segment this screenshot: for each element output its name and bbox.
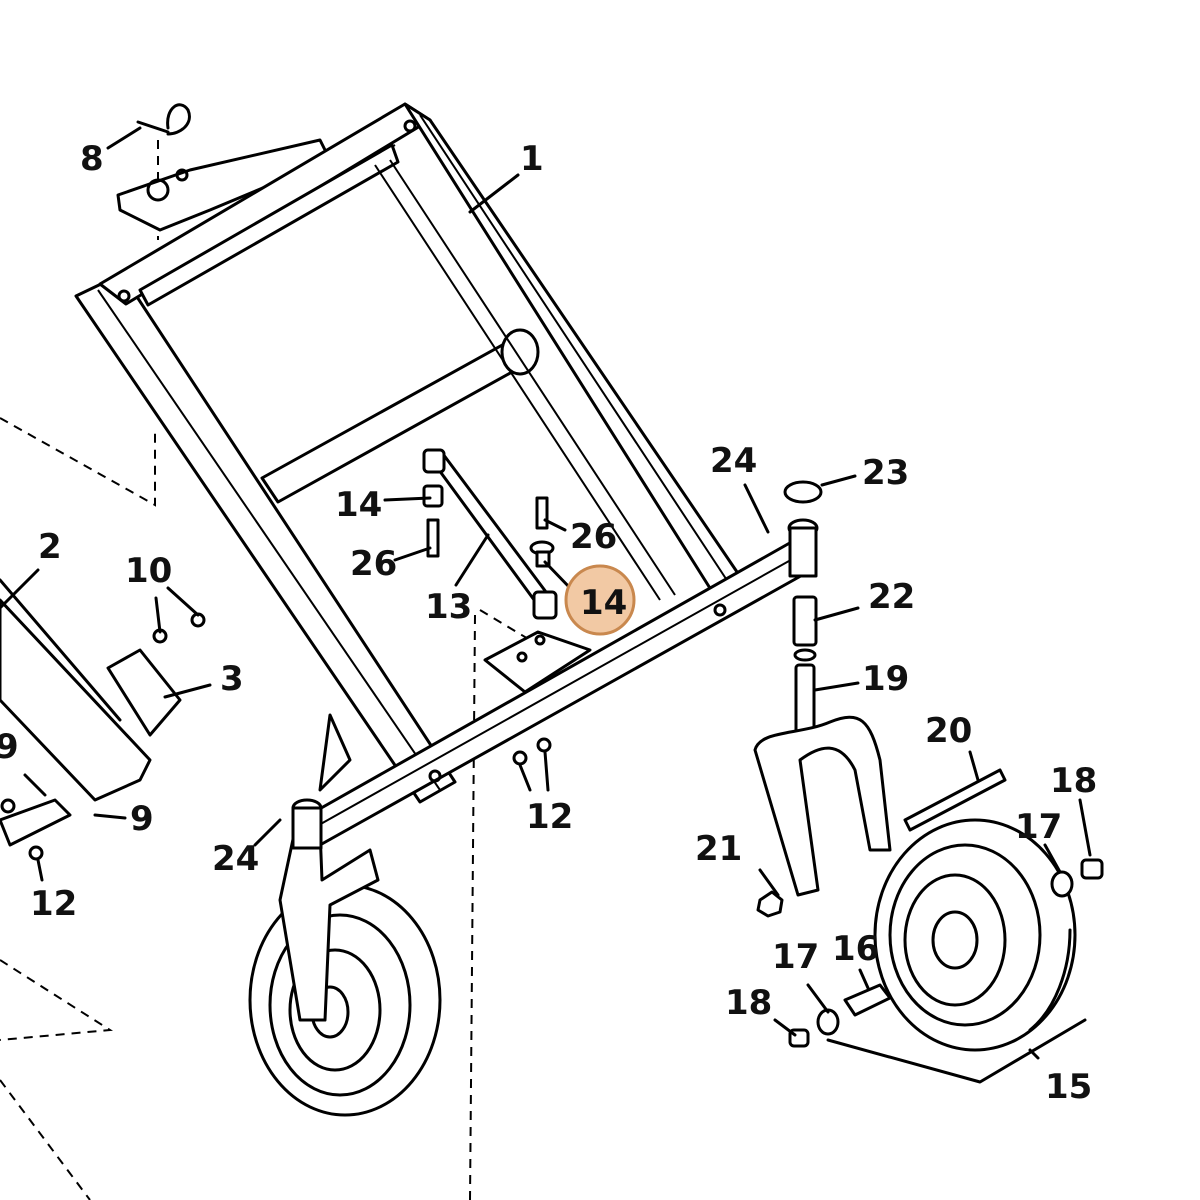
callout-12-left: 12: [30, 884, 77, 924]
callout-15: 15: [1045, 1067, 1092, 1107]
callout-3: 3: [220, 659, 244, 699]
nuts: [0, 737, 552, 861]
callout-2: 2: [38, 527, 62, 567]
callout-14-upper: 14: [335, 485, 382, 525]
link-arm: [422, 448, 558, 620]
callout-24-lower: 24: [212, 839, 259, 879]
callout-9-right: 9: [130, 799, 154, 839]
right-wheel: [873, 818, 1077, 1052]
hitch-pin: [136, 103, 191, 136]
highlight-circle: [564, 564, 636, 636]
leader-lines: [0, 126, 1092, 1060]
callout-26-left: 26: [350, 544, 397, 584]
callout-17-upper: 17: [1015, 807, 1062, 847]
callout-18-upper: 18: [1050, 761, 1097, 801]
callout-18-lower: 18: [725, 983, 772, 1023]
main-frame: [74, 102, 817, 847]
callout-22: 22: [868, 577, 915, 617]
callout-19: 19: [862, 659, 909, 699]
callout-24-upper: 24: [710, 441, 757, 481]
left-assembly: [0, 578, 206, 847]
right-caster-fork: [753, 480, 1007, 918]
callout-17-lower: 17: [772, 937, 819, 977]
callout-1: 1: [520, 139, 544, 179]
callout-10: 10: [125, 551, 172, 591]
callout-21: 21: [695, 829, 742, 869]
mounting-plate: [483, 630, 592, 694]
callout-14-highlight: 14: [580, 583, 627, 623]
callout-12-center: 12: [526, 797, 573, 837]
callout-13: 13: [425, 587, 472, 627]
wheel-hardware: [788, 858, 1104, 1084]
callout-8: 8: [80, 139, 104, 179]
callout-23: 23: [862, 453, 909, 493]
callout-20: 20: [925, 711, 972, 751]
callout-9-left: 9: [0, 727, 19, 767]
callout-16: 16: [832, 929, 879, 969]
left-caster-wheel: [248, 798, 442, 1117]
callout-26-right: 26: [570, 517, 617, 557]
callout-labels: 1 2 3 8 9 9 10 12 12 13 14 14 15 16 17 1…: [0, 139, 1097, 1107]
